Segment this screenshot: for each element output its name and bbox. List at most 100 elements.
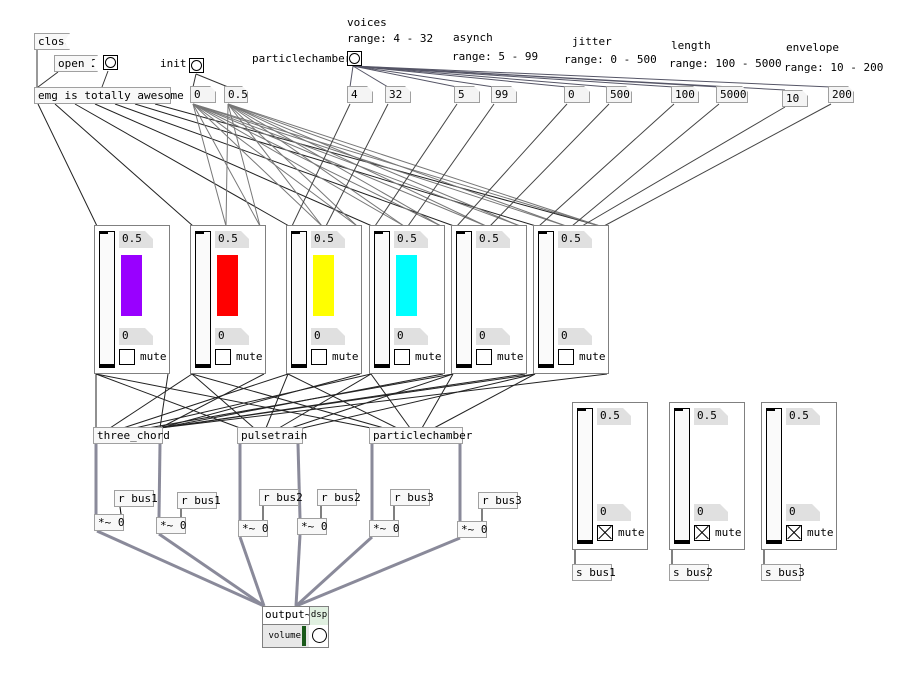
open-message[interactable]: open 2 (54, 55, 98, 72)
patch-cord (421, 373, 454, 429)
multiply-signal-6[interactable]: *~ 0 (457, 521, 488, 538)
level-number[interactable]: 0 (597, 504, 631, 521)
send-bus2[interactable]: s bus2 (669, 564, 713, 581)
send-bus3[interactable]: s bus3 (761, 564, 805, 581)
length-min-number[interactable]: 100 (671, 86, 699, 103)
dsp-toggle[interactable]: dsp (309, 607, 328, 625)
mute-toggle[interactable] (215, 349, 231, 365)
level-number[interactable]: 0 (119, 328, 153, 345)
gain-slider[interactable] (674, 408, 690, 544)
mute-toggle[interactable] (694, 525, 710, 541)
color-indicator (121, 255, 142, 316)
gain-slider[interactable] (538, 231, 554, 368)
asynch-min-number[interactable]: 5 (454, 86, 480, 103)
send-bus1[interactable]: s bus1 (572, 564, 616, 581)
main-abstraction-object[interactable]: emg is totally awesome (34, 87, 184, 104)
patch-cord (294, 534, 302, 607)
open-bang-button[interactable] (103, 55, 118, 70)
gain-number[interactable]: 0.5 (597, 408, 631, 425)
param-range-length: range: 100 - 5000 (669, 57, 782, 70)
gain-slider[interactable] (766, 408, 782, 544)
init-number-1[interactable]: 0.5 (224, 86, 248, 103)
gain-number[interactable]: 0.5 (476, 231, 510, 248)
multiply-signal-1[interactable]: *~ 0 (94, 514, 125, 531)
patch-cord (158, 532, 265, 608)
volume-slider[interactable]: volume (263, 625, 309, 647)
level-number[interactable]: 0 (394, 328, 428, 345)
gain-number[interactable]: 0.5 (786, 408, 820, 425)
receive-bus2-b[interactable]: r bus2 (317, 489, 361, 506)
mute-toggle[interactable] (476, 349, 492, 365)
receive-bus1-b[interactable]: r bus1 (177, 492, 221, 509)
mute-toggle[interactable] (394, 349, 410, 365)
gain-number[interactable]: 0.5 (394, 231, 428, 248)
mute-toggle[interactable] (558, 349, 574, 365)
mute-toggle[interactable] (119, 349, 135, 365)
mute-toggle[interactable] (786, 525, 802, 541)
receive-bus3-b[interactable]: r bus3 (478, 492, 522, 509)
patch-cord (192, 103, 601, 227)
gain-number[interactable]: 0.5 (558, 231, 592, 248)
envelope-min-number[interactable]: 10 (782, 90, 808, 107)
gain-slider[interactable] (291, 231, 307, 368)
receive-bus2-a[interactable]: r bus2 (259, 489, 303, 506)
gain-slider[interactable] (577, 408, 593, 544)
patch-cord (192, 103, 358, 227)
output-title: output~ (263, 607, 311, 625)
gain-number[interactable]: 0.5 (119, 231, 153, 248)
volume-knob[interactable] (302, 626, 306, 646)
synth-particlechamber[interactable]: particlechamber (369, 427, 472, 444)
voices-min-number[interactable]: 4 (347, 86, 373, 103)
init-number-0[interactable]: 0 (190, 86, 216, 103)
patch-cord (192, 103, 442, 227)
gain-slider[interactable] (456, 231, 472, 368)
synth-pulsetrain[interactable]: pulsetrain (237, 427, 307, 444)
multiply-signal-2[interactable]: *~ 0 (156, 517, 187, 534)
init-bang-button[interactable] (189, 58, 204, 73)
level-number[interactable]: 0 (215, 328, 249, 345)
dsp-bang-button[interactable] (312, 628, 327, 643)
patch-cord (227, 103, 261, 227)
patch-cord (192, 103, 487, 227)
level-number[interactable]: 0 (476, 328, 510, 345)
level-number[interactable]: 0 (694, 504, 728, 521)
volume-label: volume (268, 631, 301, 641)
output-abstraction: output~ dsp volume (262, 606, 329, 648)
multiply-signal-4[interactable]: *~ 0 (297, 518, 328, 535)
envelope-max-number[interactable]: 200 (828, 86, 854, 103)
gain-slider[interactable] (374, 231, 390, 368)
multiply-signal-5[interactable]: *~ 0 (369, 520, 400, 537)
length-max-number[interactable]: 5000 (716, 86, 748, 103)
gain-number[interactable]: 0.5 (311, 231, 345, 248)
patch-cord (37, 71, 59, 88)
synth-three-chord[interactable]: three_chord (93, 427, 170, 444)
mute-toggle[interactable] (311, 349, 327, 365)
particlechamber-bang-button[interactable] (347, 51, 362, 66)
level-number[interactable]: 0 (311, 328, 345, 345)
level-number[interactable]: 0 (558, 328, 592, 345)
gain-slider[interactable] (195, 231, 211, 368)
patch-cord (147, 373, 454, 429)
receive-bus3-a[interactable]: r bus3 (390, 489, 434, 506)
gain-slider[interactable] (99, 231, 115, 368)
patch-cord (349, 65, 354, 88)
gain-number[interactable]: 0.5 (215, 231, 249, 248)
patch-cord (159, 373, 536, 429)
mute-toggle[interactable] (597, 525, 613, 541)
multiply-signal-3[interactable]: *~ 0 (238, 520, 269, 537)
color-indicator (313, 255, 334, 316)
close-message[interactable]: close (34, 33, 70, 50)
level-number[interactable]: 0 (786, 504, 820, 521)
receive-bus1-a[interactable]: r bus1 (114, 490, 158, 507)
asynch-max-number[interactable]: 99 (491, 86, 517, 103)
voices-max-number[interactable]: 32 (385, 86, 411, 103)
patch-cord (159, 373, 526, 429)
patch-cord (227, 103, 601, 227)
jitter-max-number[interactable]: 500 (606, 86, 632, 103)
jitter-min-number[interactable]: 0 (564, 86, 590, 103)
patch-cord (227, 103, 358, 227)
gain-number[interactable]: 0.5 (694, 408, 728, 425)
param-name-asynch: asynch (453, 31, 493, 44)
